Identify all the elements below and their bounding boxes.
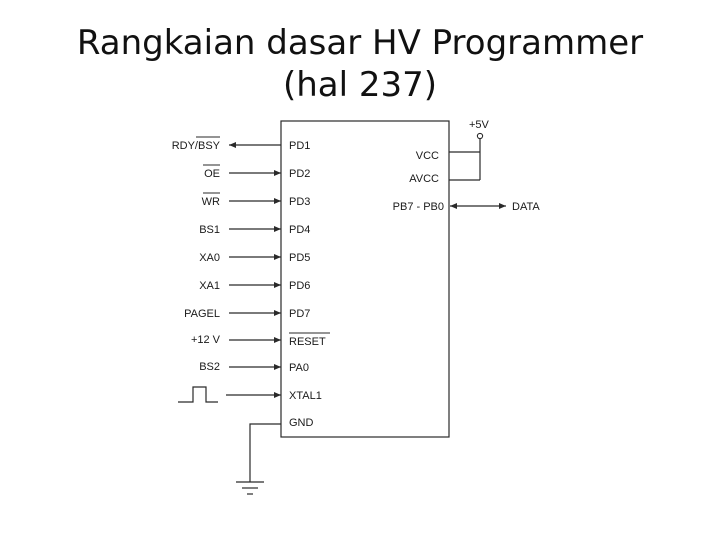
pin-vcc: VCC bbox=[416, 150, 439, 162]
signal-xa0: XA0 bbox=[199, 252, 220, 264]
signal-xa1: XA1 bbox=[199, 280, 220, 292]
supply-label: +5V bbox=[469, 119, 490, 131]
pin-pd3: PD3 bbox=[289, 196, 310, 208]
pin-pd4: PD4 bbox=[289, 224, 310, 236]
pin-pd5: PD5 bbox=[289, 252, 310, 264]
pin-pd2: PD2 bbox=[289, 168, 310, 180]
pin-pb7-pb0: PB7 - PB0 bbox=[393, 201, 444, 213]
signal-rdy-bsy: RDY/BSY bbox=[172, 140, 221, 152]
signal-bs2: BS2 bbox=[199, 361, 220, 373]
pin-pd7: PD7 bbox=[289, 308, 310, 320]
signal-pagel: PAGEL bbox=[184, 308, 220, 320]
signal-plus12v: +12 V bbox=[191, 334, 221, 346]
slide-title: Rangkaian dasar HV Programmer (hal 237) bbox=[0, 22, 720, 106]
pin-pd6: PD6 bbox=[289, 280, 310, 292]
wire-gnd bbox=[249, 423, 281, 482]
pin-gnd: GND bbox=[289, 417, 314, 429]
title-line-1: Rangkaian dasar HV Programmer bbox=[76, 23, 644, 63]
clock-pulse-icon bbox=[178, 386, 218, 403]
supply-terminal-icon bbox=[476, 132, 484, 140]
pin-xtal1: XTAL1 bbox=[289, 390, 322, 402]
data-label: DATA bbox=[512, 201, 540, 213]
signal-bs1: BS1 bbox=[199, 224, 220, 236]
signal-wr: WR bbox=[202, 196, 220, 208]
pin-pa0: PA0 bbox=[289, 362, 309, 374]
chip-body bbox=[280, 120, 450, 438]
signal-oe: OE bbox=[204, 168, 220, 180]
pin-reset: RESET bbox=[289, 336, 326, 348]
pin-pd1: PD1 bbox=[289, 140, 310, 152]
pin-avcc: AVCC bbox=[409, 173, 439, 185]
title-line-2: (hal 237) bbox=[282, 65, 438, 105]
